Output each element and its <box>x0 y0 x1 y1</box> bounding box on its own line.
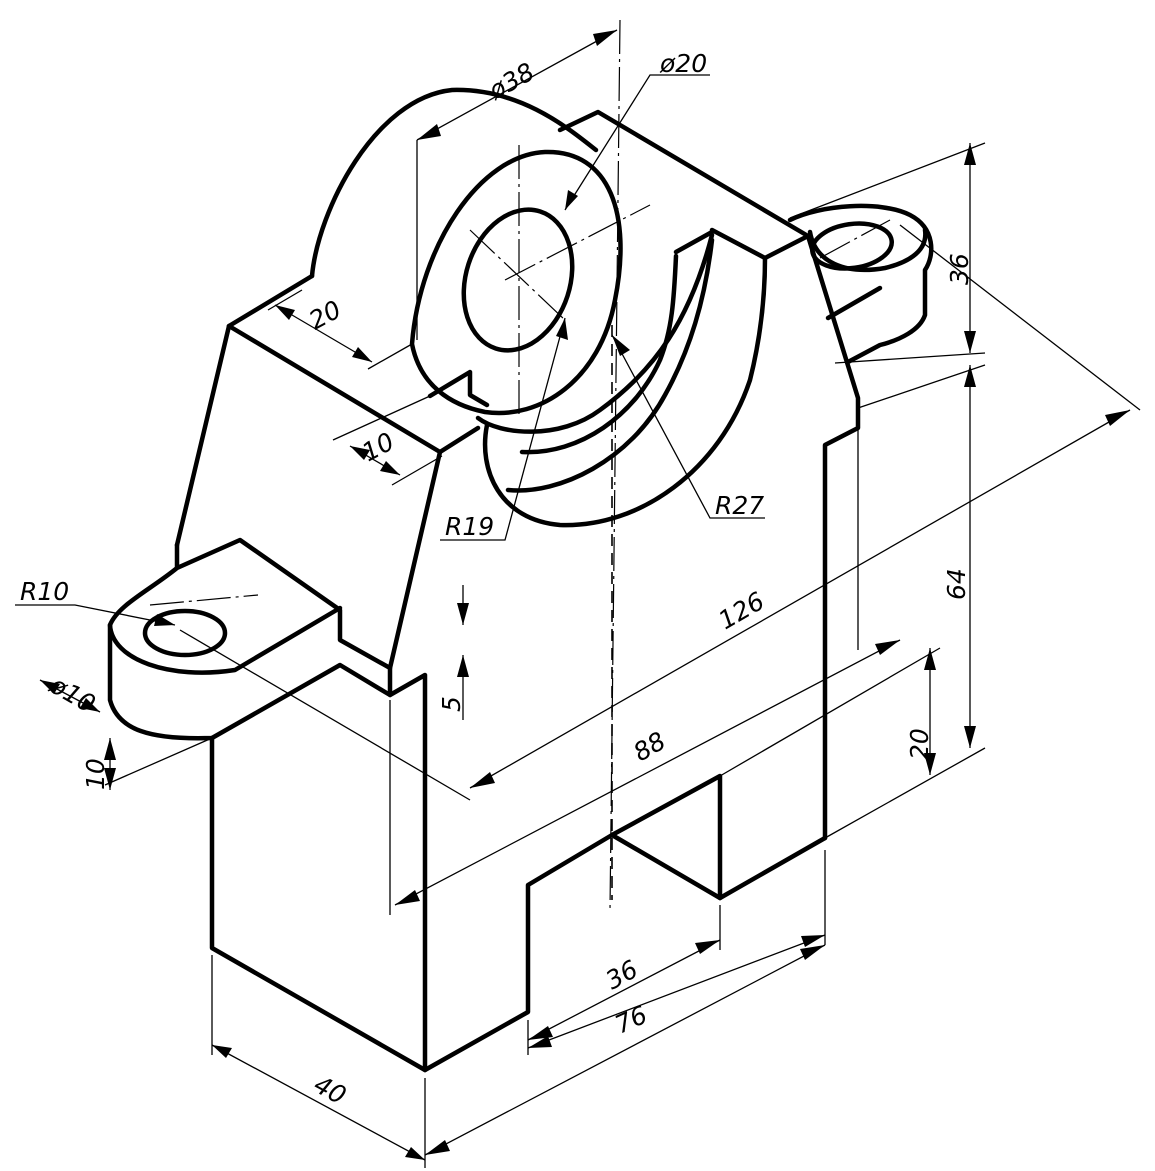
back-disc-outline <box>309 87 599 279</box>
boss-hole <box>461 207 575 353</box>
step-ring-inner <box>475 232 715 434</box>
step-ring-mid2 <box>519 253 679 455</box>
label-radius-19: R19 <box>445 512 494 541</box>
label-width-10: 10 <box>357 427 399 468</box>
centerlines <box>149 19 891 911</box>
left-lug-hole <box>142 608 228 658</box>
part-outline <box>107 87 934 1073</box>
label-radius-27: R27 <box>715 491 764 520</box>
label-height-36: 36 <box>945 253 974 285</box>
label-height-20: 20 <box>905 728 934 760</box>
label-height-64: 64 <box>942 568 971 600</box>
boss-front-outer <box>409 149 623 416</box>
label-length-126: 126 <box>714 586 770 635</box>
label-length-76: 76 <box>611 1000 652 1039</box>
right-lug <box>787 203 934 365</box>
label-radius-10: R10 <box>20 577 69 606</box>
label-diameter-20: ø20 <box>659 49 707 78</box>
label-length-36: 36 <box>601 954 643 995</box>
right-lug-hole <box>810 221 894 271</box>
lower-body <box>209 735 828 1073</box>
label-length-88: 88 <box>629 726 671 767</box>
label-height-5: 5 <box>437 696 466 712</box>
upper-block <box>226 273 315 329</box>
label-width-20: 20 <box>304 295 346 336</box>
step-ring-outer <box>482 255 768 528</box>
dimension-lines <box>15 29 1141 1168</box>
label-height-10: 10 <box>81 758 110 790</box>
left-lug <box>107 537 393 741</box>
arrowheads <box>40 30 1130 1160</box>
step-ring-mid <box>505 237 715 493</box>
label-diameter-10: ø10 <box>44 670 100 719</box>
label-length-40: 40 <box>309 1070 351 1111</box>
